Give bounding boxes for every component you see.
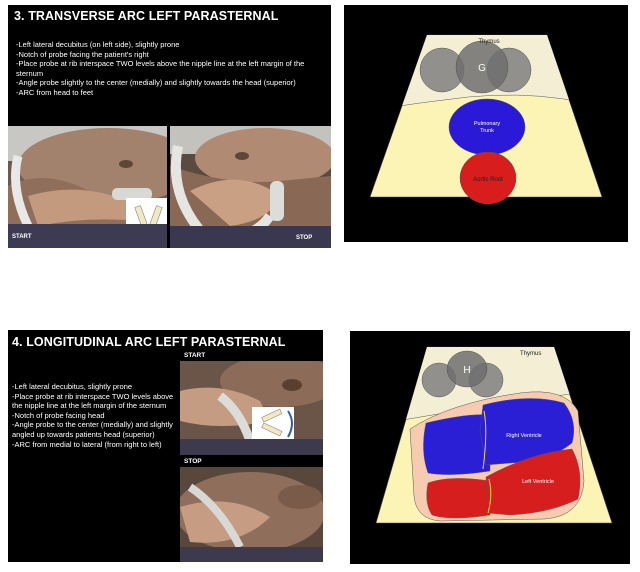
great-vessels-g [455,40,509,94]
instruction-item: -ARC from medial to lateral (from right … [12,439,162,449]
instruction-item: -Notch of probe facing the patient's rig… [16,49,149,59]
start-photo [180,361,323,455]
aortic-label: Aortic Root [473,177,503,183]
longitudinal-echo-diagram: H Thymus Right Ventricle Left Ventricle [350,331,630,564]
left-ventricle-lobe [426,478,491,519]
pulmonary-trunk [448,98,526,156]
stop-photo: STOP [170,126,331,248]
instruction-item: -Angle probe slightly to the center (med… [16,78,296,88]
instruction-list: -Left lateral decubitus (on left side), … [16,40,328,98]
instruction-item: -Place probe at rib interspace TWO level… [16,59,305,78]
great-vessels-h [446,350,488,388]
instruction-item: -Notch of probe facing head [12,410,105,420]
instruction-item: -Left lateral decubitus, slightly prone [12,382,133,391]
h-label: H [463,365,470,376]
left-ventricle-label: Left Ventricle [522,479,554,485]
g-label: G [478,63,486,74]
stop-label: STOP [184,458,202,465]
stop-photo [180,467,323,562]
start-label: START [184,352,206,359]
instruction-item: -Left lateral decubitus (on left side), … [16,40,180,49]
right-ventricle-label: Right Ventricle [506,433,541,439]
instruction-list: -Left lateral decubitus, slightly prone … [12,382,180,449]
start-label: START [12,234,32,240]
thymus-label: Thymus [520,351,541,357]
longitudinal-arc-slide: 4. LONGITUDINAL ARC LEFT PARASTERNAL -Le… [8,330,323,562]
transverse-arc-slide: 3. TRANSVERSE ARC LEFT PARASTERNAL -Left… [8,5,331,248]
aortic-root [459,151,517,205]
pulmonary-label-line2: Trunk [480,128,494,134]
instruction-item: -ARC from head to feet [16,87,94,97]
instruction-item: -Angle probe to the center (medially) an… [12,420,173,439]
instruction-item: -Place probe at rib interspace TWO level… [12,391,174,411]
stop-label: STOP [296,235,313,241]
transverse-echo-diagram: Thymus G Pulmonary Trunk Aortic Root [344,5,628,242]
pulmonary-label-line1: Pulmonary [474,121,501,127]
slide-title: 3. TRANSVERSE ARC LEFT PARASTERNAL [14,9,279,23]
start-photo: START [8,126,167,248]
right-ventricle-lobe [423,414,491,475]
thymus-label: Thymus [478,39,499,45]
left-ventricle [485,448,581,516]
slide-title: 4. LONGITUDINAL ARC LEFT PARASTERNAL [12,335,286,349]
